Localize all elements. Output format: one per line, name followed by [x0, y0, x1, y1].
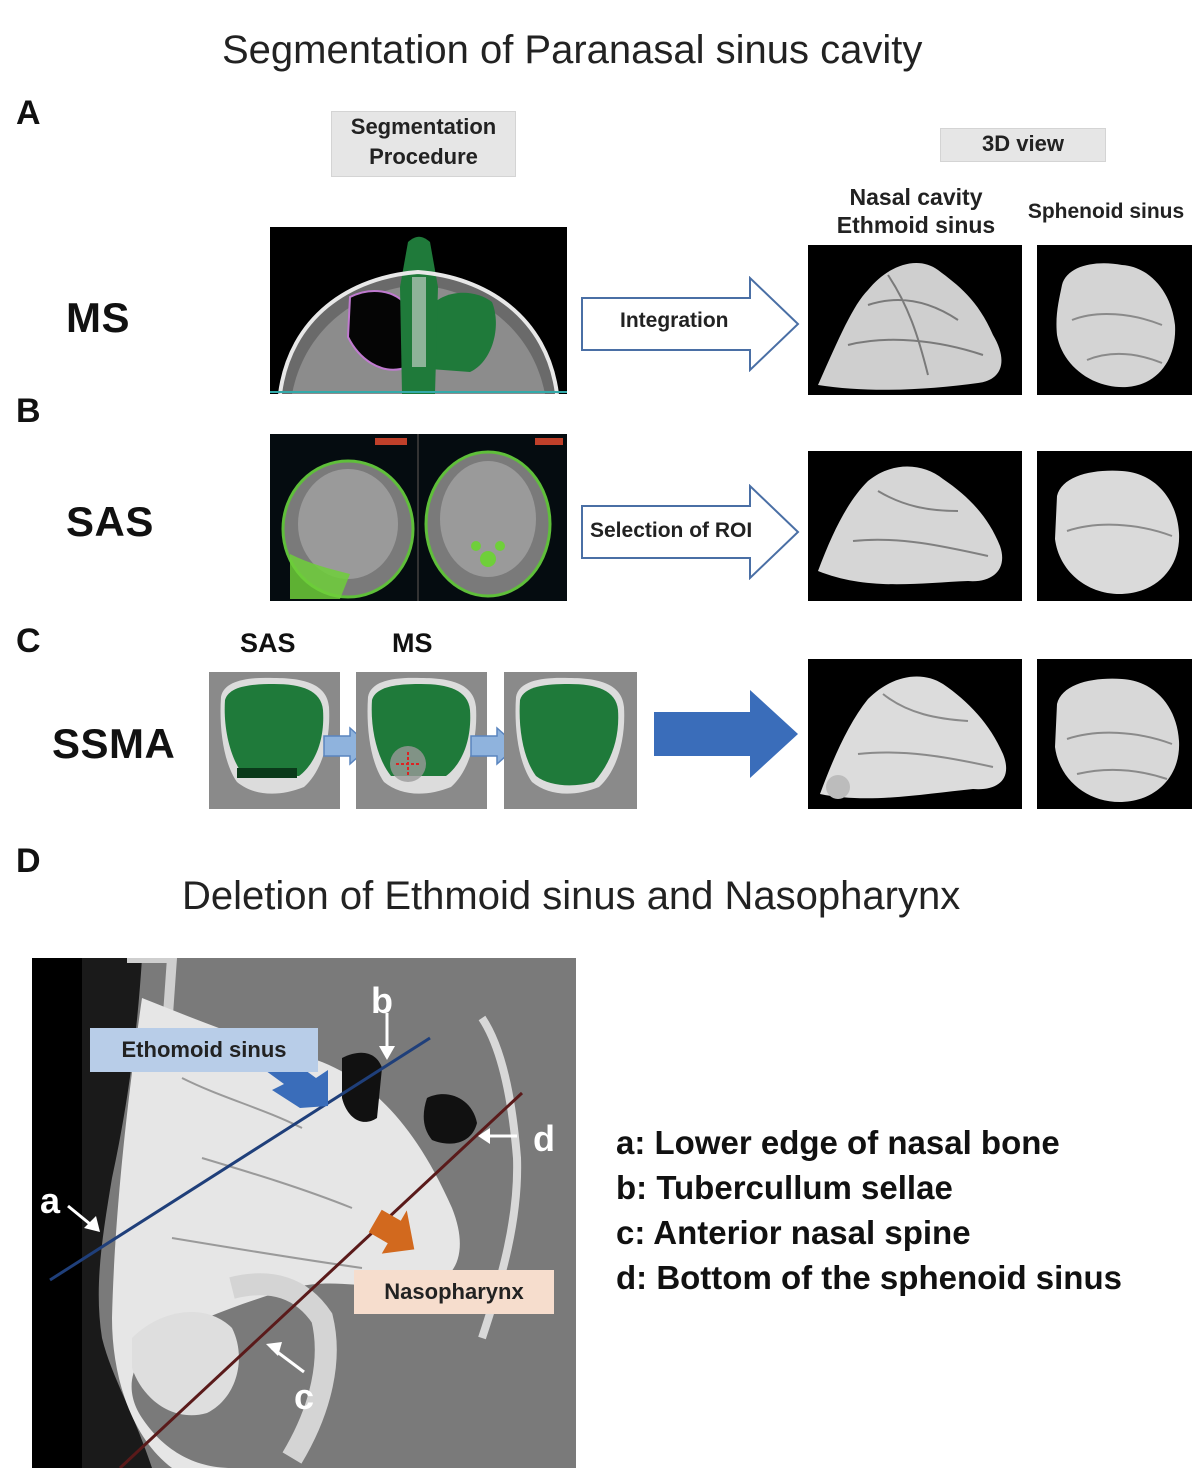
row-label-ms: MS: [66, 294, 130, 341]
row-label-sas: SAS: [66, 498, 154, 545]
sphenoid-header: Sphenoid sinus: [1027, 200, 1185, 223]
ssma-3d-nasal-cavity-render: [808, 659, 1022, 809]
row-label-ssma: SSMA: [52, 720, 176, 767]
nasal-cavity-line-2: Ethmoid sinus: [836, 212, 996, 238]
legend-item: c: Anterior nasal spine: [616, 1214, 971, 1251]
selection-roi-label: Selection of ROI: [590, 519, 753, 542]
3d-view-header: 3D view: [940, 128, 1106, 162]
selection-roi-arrow: [580, 484, 802, 580]
ethmoid-sinus-label: Ethomoid sinus: [90, 1028, 318, 1072]
integration-arrow: [580, 276, 802, 372]
ssma-solid-arrow: [652, 688, 800, 780]
panel-label-a: A: [16, 94, 41, 132]
pointer-c-label: c: [294, 1376, 315, 1417]
legend-item: b: Tubercullum sellae: [616, 1169, 953, 1206]
pointer-b-label: b: [371, 980, 393, 1021]
pointer-a-label: a: [40, 1180, 61, 1221]
ssma-slice-sas: [209, 672, 340, 809]
ssma-step-ms-label: MS: [392, 628, 433, 658]
nasal-cavity-header: Nasal cavity Ethmoid sinus: [810, 183, 1022, 239]
header-line-2: Procedure: [369, 144, 478, 169]
ssma-slice-ms: [356, 672, 487, 809]
panel-d-title: Deletion of Ethmoid sinus and Nasopharyn…: [182, 874, 961, 918]
sas-3d-nasal-cavity-render: [808, 451, 1022, 601]
legend-item: a: Lower edge of nasal bone: [616, 1124, 1060, 1161]
legend-item: d: Bottom of the sphenoid sinus: [616, 1259, 1122, 1296]
segmentation-procedure-header: Segmentation Procedure: [331, 111, 516, 177]
ms-axial-ct-image: [270, 227, 567, 394]
figure-title: Segmentation of Paranasal sinus cavity: [222, 28, 923, 72]
landmark-legend: a: Lower edge of nasal bone b: Tubercull…: [616, 1124, 1122, 1304]
panel-label-d: D: [16, 842, 41, 880]
nasopharynx-label: Nasopharynx: [354, 1270, 554, 1314]
nasal-cavity-line-1: Nasal cavity: [849, 184, 983, 210]
ssma-3d-sphenoid-render: [1037, 659, 1192, 809]
sas-3d-sphenoid-render: [1037, 451, 1192, 601]
integration-label: Integration: [620, 309, 729, 332]
panel-label-b: B: [16, 392, 41, 430]
ms-3d-nasal-cavity-render: [808, 245, 1022, 395]
sas-software-screenshot: [270, 434, 567, 601]
ssma-step-sas-label: SAS: [240, 628, 296, 658]
pointer-d-label: d: [533, 1118, 555, 1159]
ssma-slice-result: [504, 672, 637, 809]
panel-label-c: C: [16, 622, 41, 660]
ms-3d-sphenoid-render: [1037, 245, 1192, 395]
header-line-1: Segmentation: [350, 114, 497, 139]
